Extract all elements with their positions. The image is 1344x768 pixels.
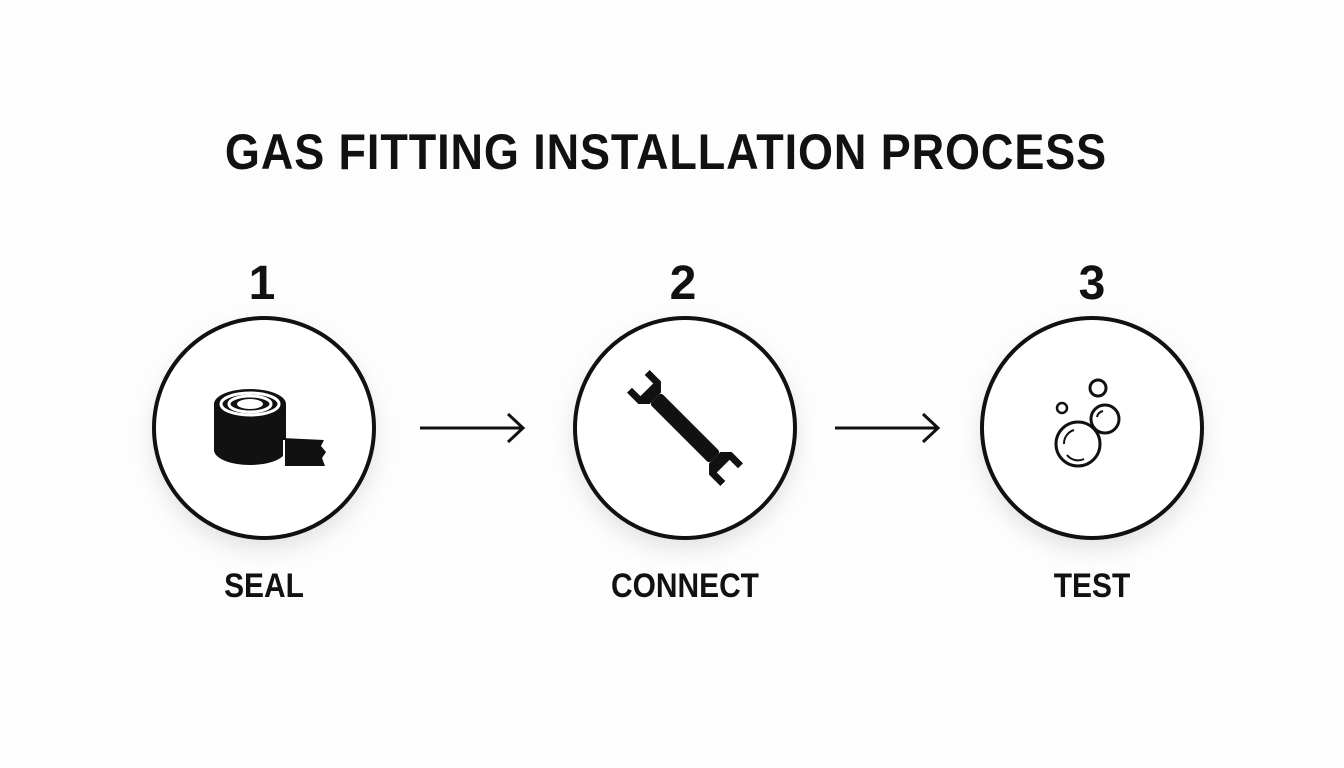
arrow-right-icon xyxy=(835,412,941,444)
step-label-test: TEST xyxy=(1053,567,1131,605)
bubbles-icon xyxy=(1054,378,1121,468)
step-number-1: 1 xyxy=(248,257,276,310)
step-circle-test xyxy=(980,316,1204,540)
step-circle-seal xyxy=(152,316,376,540)
step-label-connect: CONNECT xyxy=(611,567,759,605)
step-number-2: 2 xyxy=(669,257,697,310)
step-label-seal: SEAL xyxy=(224,567,304,605)
arrow-right-icon xyxy=(420,412,526,444)
tape-roll-icon xyxy=(214,389,326,466)
page-title: GAS FITTING INSTALLATION PROCESS xyxy=(224,124,1108,180)
wrench-icon xyxy=(627,370,743,486)
step-circle-connect xyxy=(573,316,797,540)
step-number-3: 3 xyxy=(1078,257,1106,310)
